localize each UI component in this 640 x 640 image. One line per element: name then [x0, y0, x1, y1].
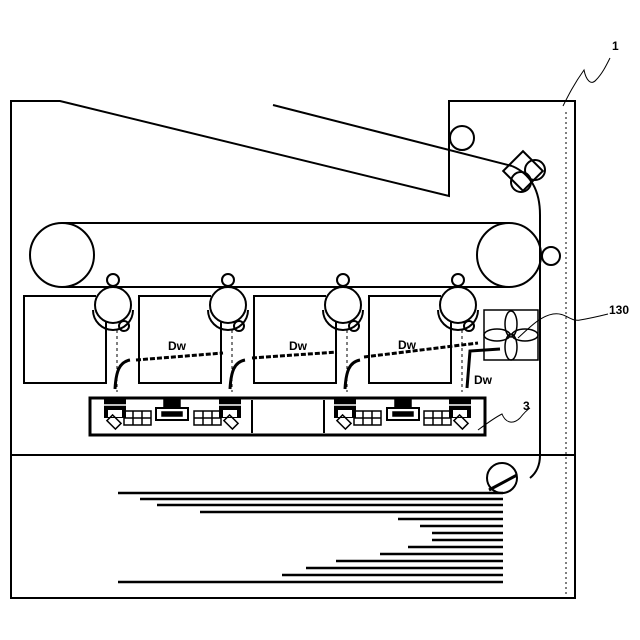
dw-label-1: Dw [168, 339, 187, 353]
laser-module-2-mirror-mount [395, 400, 411, 408]
leader-lines [478, 58, 610, 430]
exposure-head-4 [449, 398, 471, 429]
exposure-head-3-window [338, 410, 352, 417]
photoconductor-guard-3 [323, 310, 363, 330]
ref-label-fan: 130 [609, 303, 629, 317]
ref-label-apparatus: 1 [612, 39, 619, 53]
photoconductor-drum-2 [210, 287, 246, 323]
airflow-dashed-1 [136, 353, 223, 360]
photoconductor-drum-1 [95, 287, 131, 323]
dw-label-2: Dw [289, 339, 308, 353]
belt-right-roller [477, 223, 541, 287]
fan-housing [484, 310, 538, 360]
exposure-head-1-window [108, 410, 122, 417]
exit-roller-pair-housing [503, 151, 543, 191]
image-stations [24, 274, 478, 392]
paper-stack [118, 493, 503, 582]
exit-roller-pair [503, 151, 545, 192]
fan-blade-left [484, 329, 510, 341]
primary-transfer-roller-4 [452, 274, 464, 286]
photoconductor-guard-1 [93, 310, 133, 330]
primary-transfer-roller-3 [337, 274, 349, 286]
primary-transfer-roller-1 [107, 274, 119, 286]
image-station-4 [369, 274, 478, 392]
developer-box-1 [24, 296, 106, 383]
side-guide-roller [542, 247, 560, 265]
dw-label-4: Dw [474, 373, 493, 387]
laser-module-1-mirror-mount [164, 400, 180, 408]
exit-paper-guide [273, 105, 512, 166]
labels: 1 130 3 Dw Dw Dw Dw [168, 39, 629, 413]
exposure-unit-frame [90, 398, 485, 435]
exposure-head-2 [219, 398, 241, 429]
exposure-unit [90, 398, 485, 435]
leader-line-130 [518, 314, 608, 338]
fan-unit [484, 310, 538, 360]
fan-blade-right [512, 329, 538, 341]
laser-module-1-polygon-core [162, 412, 182, 416]
exit-roller [450, 126, 474, 150]
leader-line-1 [563, 58, 610, 106]
laser-module-2 [354, 400, 451, 425]
photoconductor-drum-3 [325, 287, 361, 323]
exposure-head-3 [334, 398, 356, 429]
ref-label-unit: 3 [523, 399, 530, 413]
photoconductor-guard-4 [438, 310, 478, 330]
photoconductor-guard-2 [208, 310, 248, 330]
primary-transfer-roller-2 [222, 274, 234, 286]
photoconductor-drum-4 [440, 287, 476, 323]
dw-label-3: Dw [398, 338, 417, 352]
pickup-roller [487, 463, 517, 493]
airflow-dashed-3 [364, 343, 478, 357]
laser-module-2-polygon-core [393, 412, 413, 416]
fan-blade-top [505, 311, 517, 337]
belt-left-roller [30, 223, 94, 287]
exposure-head-1 [104, 398, 126, 429]
fan-blade-bottom [505, 334, 517, 360]
laser-module-1 [124, 400, 221, 425]
